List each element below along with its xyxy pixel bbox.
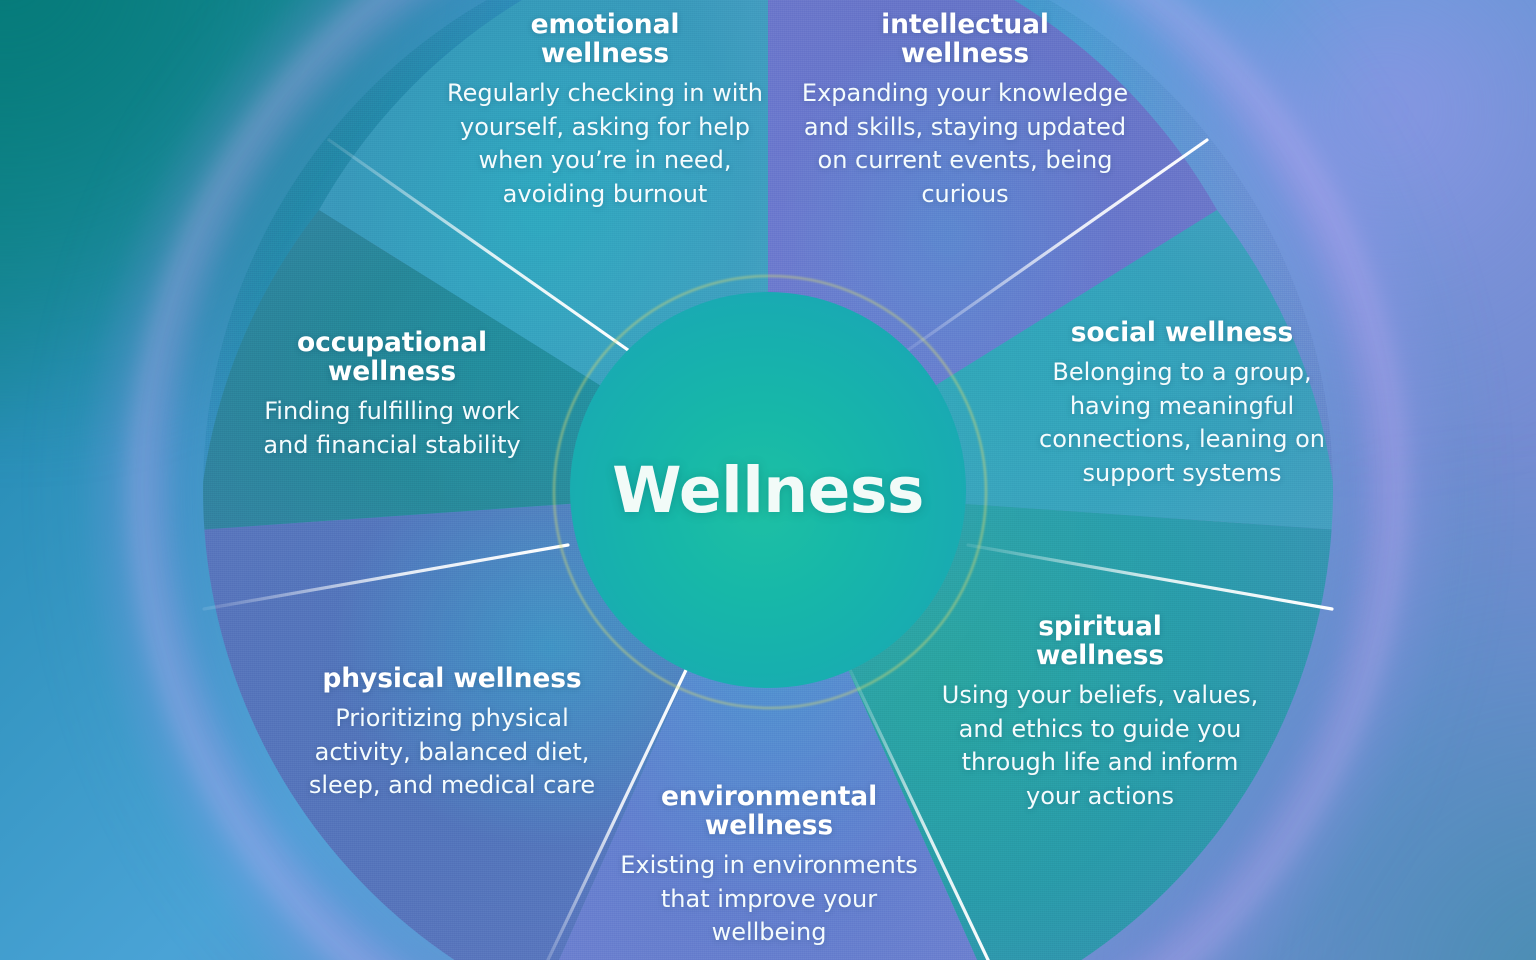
segment-body-intellectual: Expanding your knowledge and skills, sta… <box>801 79 1129 209</box>
segment-title-physical: physical wellness <box>322 663 582 694</box>
center-label: Wellness <box>612 453 924 527</box>
segment-body-occupational: Finding fulfilling work and financial st… <box>263 397 521 459</box>
segment-body-environmental: Existing in environments that improve yo… <box>620 851 918 947</box>
segment-body-emotional: Regularly checking in with yourself, ask… <box>447 79 763 209</box>
segment-body-physical: Prioritizing physical activity, balanced… <box>308 704 596 800</box>
segment-body-social: Belonging to a group, having meaningful … <box>1039 358 1325 487</box>
segment-label-physical[interactable]: physical wellness Prioritizing physical … <box>292 664 612 803</box>
hub-disc[interactable]: Wellness <box>570 292 966 688</box>
segment-title-social: social wellness <box>1070 317 1294 348</box>
segment-label-social[interactable]: social wellness Belonging to a group, ha… <box>1022 318 1342 491</box>
center-hub[interactable]: Wellness <box>548 270 988 710</box>
segment-body-spiritual: Using your beliefs, values, and ethics t… <box>941 681 1259 811</box>
